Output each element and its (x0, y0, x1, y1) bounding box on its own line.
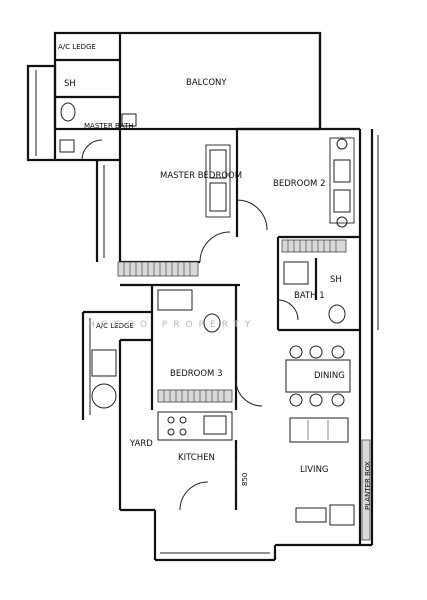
label-balcony: BALCONY (186, 78, 227, 88)
fixtures (59, 102, 355, 526)
door-swings (81, 139, 299, 511)
room-labels: A/C LEDGE BALCONY SH MASTER BATH MASTER … (58, 43, 372, 510)
label-ac-ledge-mid: A/C LEDGE (96, 322, 134, 330)
label-bedroom3: BEDROOM 3 (170, 369, 222, 379)
label-sh-bath1: SH (330, 275, 342, 285)
label-master-bath: MASTER BATH (84, 122, 134, 130)
window-hatching (117, 239, 371, 541)
label-sh-master: SH (64, 79, 76, 89)
label-yard: YARD (129, 439, 153, 449)
walls (26, 31, 379, 562)
label-master-bedroom: MASTER BEDROOM (160, 171, 242, 181)
label-ac-ledge-top: A/C LEDGE (58, 43, 96, 51)
dimension-label: 850 (241, 473, 249, 486)
label-planter-box: PLANTER BOX (364, 461, 372, 510)
label-bath1: BATH 1 (294, 291, 325, 301)
label-kitchen: KITCHEN (178, 453, 215, 463)
watermark: HOGOO PROPERTY (88, 320, 256, 330)
dimension-marker: 850 (235, 460, 249, 490)
label-living: LIVING (300, 465, 329, 475)
label-bedroom2: BEDROOM 2 (273, 179, 325, 189)
label-dining: DINING (314, 371, 345, 381)
